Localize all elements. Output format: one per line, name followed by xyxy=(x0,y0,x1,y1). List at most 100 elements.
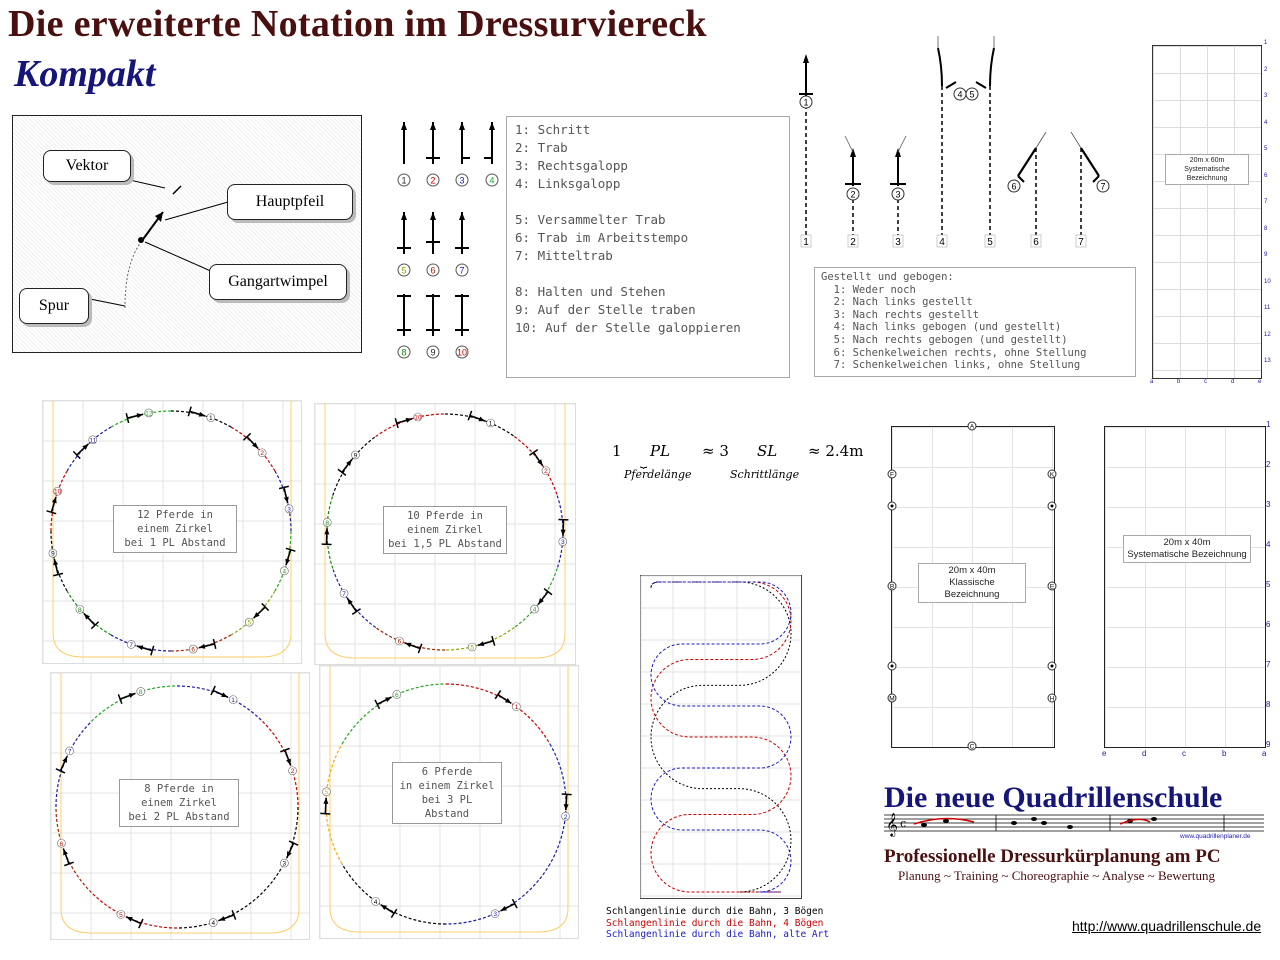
horse-arrowhead xyxy=(478,416,485,422)
bend-legend: Gestellt und gebogen: 1: Weder noch 2: N… xyxy=(814,267,1136,377)
horse-number-circle xyxy=(467,642,477,652)
horse-pennant xyxy=(417,643,423,654)
arena-letter: A xyxy=(970,424,975,431)
gait-legend-line: 4: Linksgalopp xyxy=(515,176,621,191)
horse-number: 12 xyxy=(145,410,153,417)
bend-legend-line: 5: Nach rechts gebogen (und gestellt) xyxy=(821,333,1068,346)
circle-track xyxy=(341,863,447,925)
bend-number-box xyxy=(847,234,859,248)
horse-arrowhead xyxy=(221,692,228,698)
gait-number-circle xyxy=(485,173,499,187)
formula-pl-label: Pferdelänge xyxy=(624,468,692,481)
bend-pennant xyxy=(975,81,987,89)
bend-number: 7 xyxy=(1100,182,1105,192)
bend-legend-line: 3: Nach rechts gestellt xyxy=(821,308,980,321)
circle-label-line: in einem Zirkel xyxy=(399,780,495,792)
horse-number: 8 xyxy=(139,689,143,696)
circle-track xyxy=(445,683,551,745)
horse-arrowhead xyxy=(63,848,68,856)
horse-pennant xyxy=(138,918,144,929)
arena-marker xyxy=(967,421,977,431)
bend-number-circle xyxy=(965,87,979,101)
gait-legend-line: 7: Mitteltrab xyxy=(515,248,613,263)
arena-tick: 4 xyxy=(1266,540,1271,549)
horse-number-circle xyxy=(75,604,85,614)
website-link[interactable]: http://www.quadrillenschule.de xyxy=(1072,918,1262,934)
arena-tick: 8 xyxy=(1266,700,1271,709)
gait-number-circle xyxy=(455,345,469,359)
gait-arrowhead xyxy=(459,122,465,130)
horse-arrowhead xyxy=(385,697,392,703)
horse-pennant xyxy=(511,898,518,909)
horse-number-circle xyxy=(351,450,360,460)
circle-track xyxy=(176,685,263,722)
svg-text:c: c xyxy=(900,817,906,830)
horse-arrowhead xyxy=(500,905,507,911)
bend-pennant xyxy=(1017,175,1025,183)
page-subtitle: Kompakt xyxy=(14,53,156,95)
bend-arrow xyxy=(989,47,995,87)
horse-arrowhead xyxy=(82,443,89,450)
bend-legend-line: 1: Weder noch xyxy=(821,283,916,296)
horse-pennant xyxy=(242,432,252,441)
circle-track xyxy=(170,634,232,652)
horse-arrowhead xyxy=(283,496,289,503)
horse-arrowhead xyxy=(198,411,206,417)
bend-arrow xyxy=(937,47,943,87)
horse-arrowhead xyxy=(218,916,226,921)
vector-diagram: Vektor Hauptpfeil Gangartwimpel Spur xyxy=(12,115,362,353)
arena-marker-dot xyxy=(890,664,894,668)
arena-tick: 6 xyxy=(1264,172,1268,179)
arena-letter: B xyxy=(890,584,894,591)
horse-pennant xyxy=(210,685,216,696)
bend-number-circle xyxy=(1007,179,1021,193)
gait-number-circle xyxy=(455,263,469,277)
arena-edge xyxy=(52,401,292,658)
gait-number-circle xyxy=(426,263,440,277)
horse-number-circle xyxy=(490,909,500,918)
formula: 1 PL ⏟ Pferdelänge ≈ 3 SL Schrittlänge ≈… xyxy=(612,440,864,484)
arena-edge xyxy=(329,666,569,933)
formula-sl: SL xyxy=(757,442,778,460)
horse-number-circle xyxy=(144,408,154,418)
circle-track xyxy=(66,590,112,636)
bend-legend-line: 7: Schenkelweichen links, ohne Stellung xyxy=(821,359,1081,372)
horse-number: 5 xyxy=(325,789,329,796)
brand-services: Planung ~ Training ~ Choreographie ~ Ana… xyxy=(898,868,1215,883)
horse-number: 6 xyxy=(191,647,195,654)
arena-tick: e xyxy=(1102,749,1107,758)
arena-tick: 5 xyxy=(1266,580,1271,589)
formula-approx-3: ≈ 3 xyxy=(702,442,729,460)
gait-number: 7 xyxy=(459,266,464,276)
horse-arrowhead xyxy=(563,804,569,811)
arena-letter: C xyxy=(970,744,975,751)
arena-marker-dot xyxy=(1050,504,1054,508)
circle-track xyxy=(332,436,376,496)
horse-arrowhead xyxy=(128,693,136,698)
horse-arrowhead xyxy=(405,642,412,648)
arena-marker xyxy=(887,469,897,479)
arena-tick: 11 xyxy=(1264,305,1271,311)
bend-number: 5 xyxy=(987,237,993,248)
circle-label-line: einem Zirkel xyxy=(137,523,213,535)
horse-pennant xyxy=(374,699,381,710)
bend-number: 1 xyxy=(803,237,809,248)
horse-number: 11 xyxy=(89,437,96,444)
arena-tick: 1 xyxy=(1264,40,1268,46)
horse-number: 1 xyxy=(489,421,493,428)
gait-arrowhead xyxy=(401,122,407,130)
circle-label-line: bei 1,5 PL Abstand xyxy=(388,538,502,550)
horse-number-circle xyxy=(257,448,267,458)
bend-arrow xyxy=(1017,147,1037,177)
gait-legend-line: 3: Rechtsgalopp xyxy=(515,158,628,173)
horse-number-circle xyxy=(558,537,568,547)
horse-number: 3 xyxy=(493,911,497,918)
callout-spur: Spur xyxy=(19,288,89,324)
formula-brace: ⏟ xyxy=(640,454,648,468)
